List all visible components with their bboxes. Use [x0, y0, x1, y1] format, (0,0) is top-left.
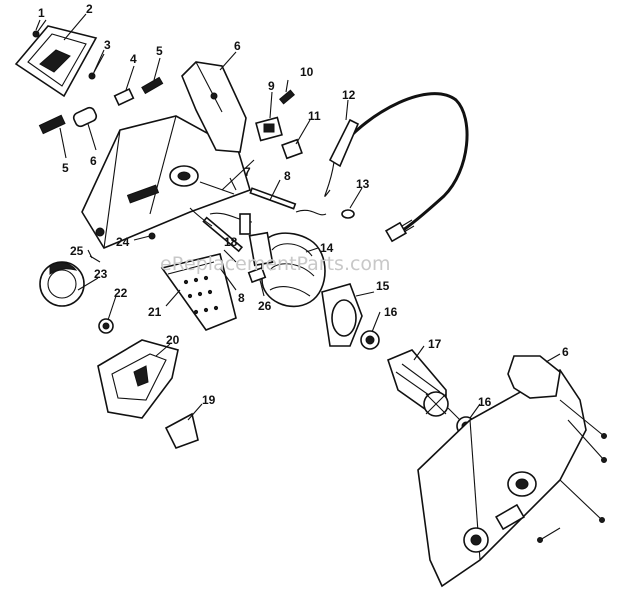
part-26-terminal [247, 266, 267, 284]
callout-21: 21 [148, 305, 162, 319]
callout-7: 7 [244, 165, 251, 179]
callout-6-left: 6 [90, 154, 97, 168]
callout-22: 22 [114, 286, 128, 300]
left-motor-housing [81, 115, 251, 250]
part-22-washer [98, 318, 114, 334]
callout-24: 24 [116, 235, 130, 249]
callout-12: 12 [342, 88, 356, 102]
callout-5-top: 5 [156, 44, 163, 58]
leader-lines [35, 13, 561, 421]
part-21-front-shoe [160, 253, 237, 331]
part-3-screw [88, 53, 105, 80]
callout-3: 3 [104, 38, 111, 52]
part-1-screw [32, 19, 47, 38]
part-16-bearing-upper [360, 330, 380, 350]
callout-8-lower: 8 [238, 291, 245, 305]
part-8-rod-lower [202, 216, 244, 253]
callout-18: 18 [224, 235, 238, 249]
part-14-field-coil [248, 231, 326, 308]
callout-13: 13 [356, 177, 370, 191]
callout-9: 9 [268, 79, 275, 93]
part-20-rear-shoe [97, 339, 179, 419]
callout-23: 23 [94, 267, 108, 281]
part-6-brush-cap [72, 106, 98, 128]
callout-2: 2 [86, 2, 93, 16]
callout-16-lower: 16 [478, 395, 492, 409]
callout-labels: 1 2 3 4 5 6 10 12 9 11 5 6 7 8 13 24 25 … [38, 2, 569, 409]
part-5-brush-spring-left [38, 114, 66, 135]
part-7-brush [199, 181, 235, 195]
part-15-baffle [321, 283, 363, 347]
callout-25: 25 [70, 244, 84, 258]
callout-10: 10 [300, 65, 314, 79]
part-23-depth-knob [39, 261, 85, 307]
part-9-switch [255, 116, 283, 142]
part-10-spring [279, 89, 295, 105]
part-6-right-housing [417, 355, 607, 588]
watermark-text: eReplacementParts.com [160, 253, 391, 275]
part-17-armature [387, 349, 461, 421]
callout-26: 26 [258, 299, 272, 313]
part-18-brush-holder [239, 213, 251, 235]
callout-20: 20 [166, 333, 180, 347]
callout-5-left: 5 [62, 161, 69, 175]
callout-11: 11 [308, 109, 321, 123]
part-12-power-cord [324, 92, 469, 243]
callout-15: 15 [376, 279, 390, 293]
part-11-switch-lever [281, 138, 303, 160]
callout-14: 14 [320, 241, 334, 255]
callout-6-top: 6 [234, 39, 241, 53]
part-1-housing-screw [537, 527, 561, 543]
callout-19: 19 [202, 393, 216, 407]
callout-8-upper: 8 [284, 169, 291, 183]
part-2-handle-cover [14, 25, 98, 98]
part-5-brush-spring-top [141, 76, 164, 95]
callout-16-upper: 16 [384, 305, 398, 319]
part-13-strain-relief [341, 209, 355, 219]
part-8-rod-upper [249, 187, 297, 210]
callout-4: 4 [130, 52, 137, 66]
part-4-brush-holder [113, 88, 135, 106]
callout-1: 1 [38, 6, 45, 20]
callout-6-right: 6 [562, 345, 569, 359]
part-19-clip [164, 412, 199, 449]
part-6-top-handle [181, 61, 247, 153]
callout-17: 17 [428, 337, 442, 351]
